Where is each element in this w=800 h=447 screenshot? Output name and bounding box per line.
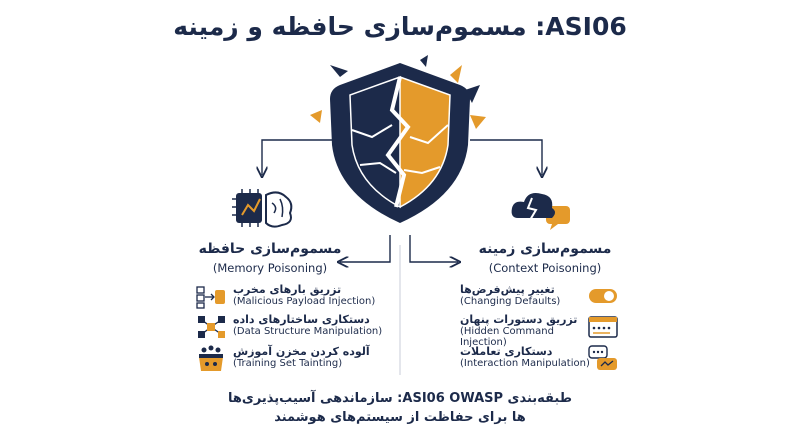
brain-chip-icon bbox=[232, 189, 293, 228]
page-title: ASI06: مسموم‌سازی حافظه و زمینه bbox=[173, 12, 627, 41]
data-structure-icon bbox=[198, 316, 225, 338]
context-item-3: دستکاری تعاملات (Interaction Manipulatio… bbox=[460, 345, 590, 369]
tainted-dataset-icon bbox=[199, 345, 223, 371]
context-poisoning-heading-en: (Context Poisoning) bbox=[488, 261, 602, 275]
footer-line-1: طبقه‌بندی ASI06 OWASP: سازماندهی آسیب‌پذ… bbox=[228, 391, 572, 406]
memory-item-3: آلوده کردن مخزن آموزش (Training Set Tain… bbox=[233, 345, 370, 369]
context-item-1: تغییر پیش‌فرض‌ها (Changing Defaults) bbox=[460, 283, 561, 307]
toggle-switch-icon bbox=[589, 289, 617, 303]
storm-cloud-chat-icon bbox=[511, 193, 570, 230]
footer-line-2: ها برای حفاظت از سیستم‌های هوشمند bbox=[274, 410, 526, 425]
memory-item-1: تزریق بارهای مخرب (Malicious Payload Inj… bbox=[233, 283, 376, 307]
hidden-command-window-icon bbox=[588, 316, 618, 338]
cracked-shield-illustration bbox=[310, 55, 486, 223]
memory-item-2: دستکاری ساختارهای داده (Data Structure M… bbox=[233, 313, 383, 337]
memory-poisoning-heading-en: (Memory Poisoning) bbox=[212, 261, 328, 275]
memory-poisoning-heading: مسموم‌سازی حافظه bbox=[198, 241, 342, 257]
context-poisoning-heading: مسموم‌سازی زمینه bbox=[478, 241, 612, 257]
chat-bubbles-icon bbox=[588, 345, 617, 370]
context-item-2: تزریق دستورات پنهان (Hidden Command Inje… bbox=[460, 313, 578, 348]
payload-injection-icon bbox=[196, 286, 225, 309]
